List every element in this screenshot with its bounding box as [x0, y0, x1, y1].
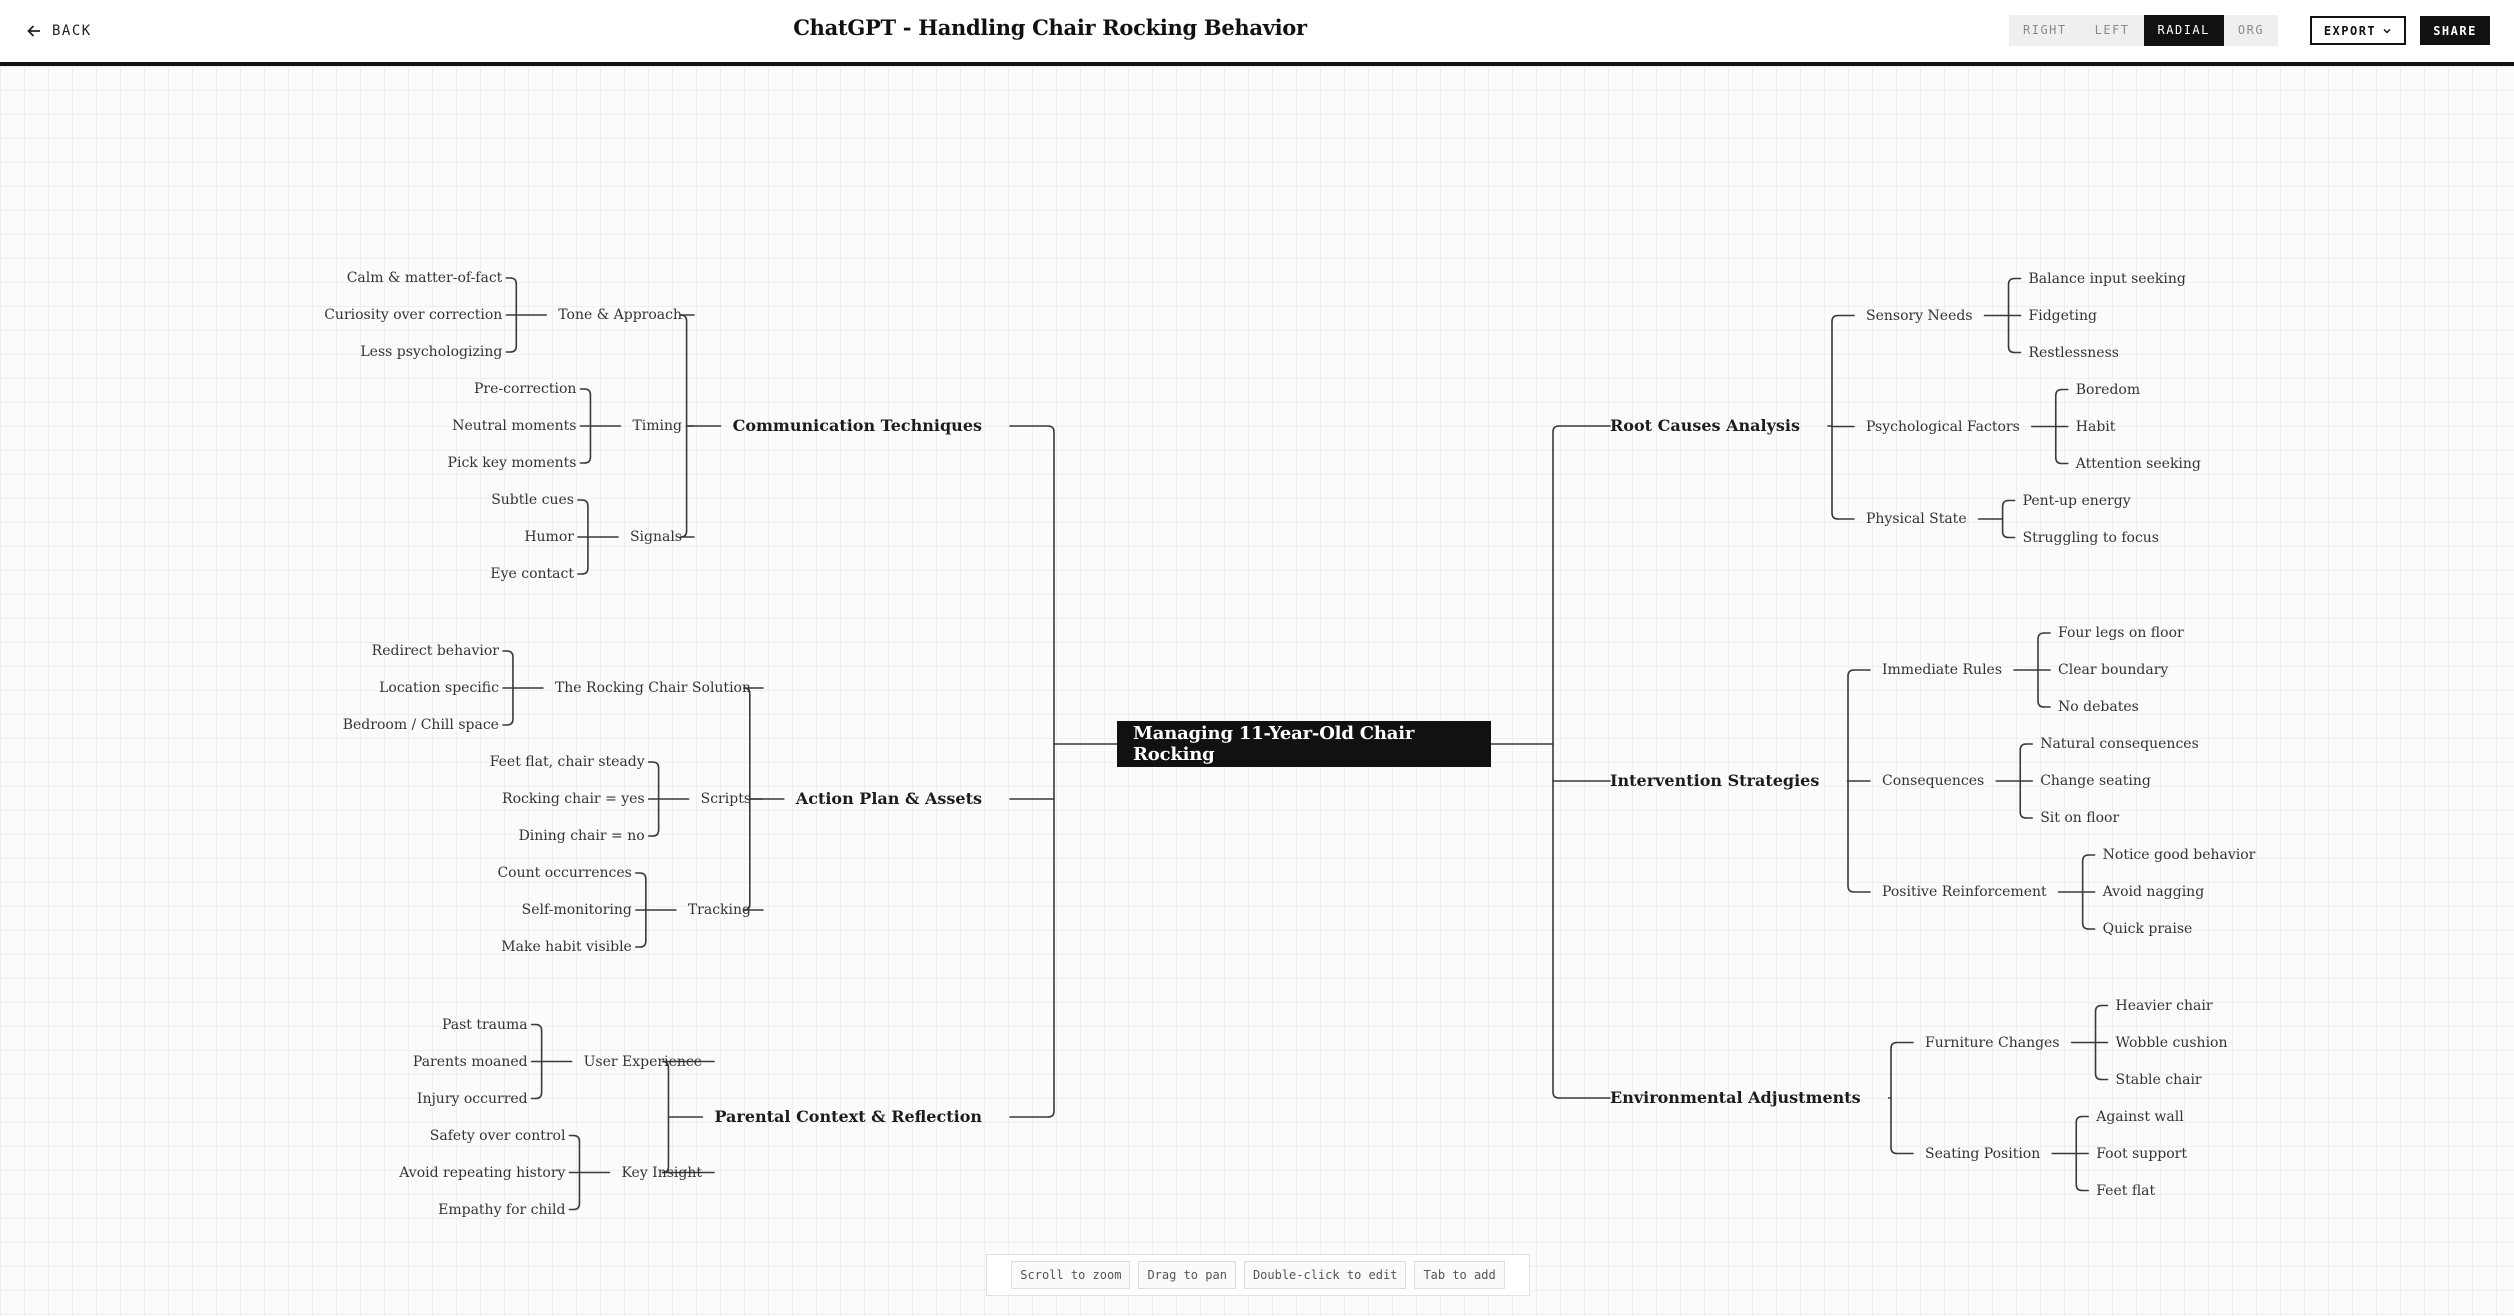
node-dining-chair-no[interactable]: Dining chair = no: [518, 828, 645, 844]
arrow-left-icon: [27, 25, 40, 37]
export-label: EXPORT: [2323, 23, 2377, 38]
share-button[interactable]: SHARE: [2420, 16, 2490, 45]
node-eye-contact[interactable]: Eye contact: [490, 566, 574, 582]
node-furniture-changes[interactable]: Furniture Changes: [1925, 1034, 2060, 1051]
node-rocking-chair-yes[interactable]: Rocking chair = yes: [502, 791, 645, 807]
node-heavier-chair[interactable]: Heavier chair: [2115, 997, 2213, 1014]
node-tone-approach[interactable]: Tone & Approach: [558, 307, 682, 323]
node-change-seating[interactable]: Change seating: [2040, 773, 2151, 789]
node-timing[interactable]: Timing: [632, 418, 682, 434]
node-parents-moaned[interactable]: Parents moaned: [412, 1053, 528, 1070]
node-neutral-moments[interactable]: Neutral moments: [452, 418, 577, 434]
top-bar: BACK ChatGPT - Handling Chair Rocking Be…: [0, 0, 2514, 66]
node-key-insight[interactable]: Key Insight: [621, 1164, 702, 1181]
node-tracking[interactable]: Tracking: [687, 902, 751, 918]
node-wobble-cushion[interactable]: Wobble cushion: [2115, 1034, 2228, 1051]
node-intervention-strategies[interactable]: Intervention Strategies: [1610, 771, 1820, 790]
node-injury-occurred[interactable]: Injury occurred: [416, 1090, 528, 1107]
node-curiosity-over-correction[interactable]: Curiosity over correction: [324, 307, 503, 323]
hint-scroll-zoom: Scroll to zoom: [1011, 1261, 1131, 1289]
node-notice-good-behavior[interactable]: Notice good behavior: [2102, 847, 2256, 863]
node-location-specific[interactable]: Location specific: [379, 680, 499, 696]
node-safety-over-control[interactable]: Safety over control: [429, 1127, 566, 1144]
layout-option-org[interactable]: ORG: [2237, 23, 2265, 37]
node-calm-matter-of-fact[interactable]: Calm & matter-of-fact: [346, 270, 503, 286]
node-pent-up-energy[interactable]: Pent-up energy: [2022, 492, 2131, 509]
node-avoid-repeating-history[interactable]: Avoid repeating history: [399, 1164, 566, 1181]
node-foot-support[interactable]: Foot support: [2096, 1145, 2187, 1162]
page-title: ChatGPT - Handling Chair Rocking Behavio…: [793, 15, 1307, 40]
node-boredom[interactable]: Boredom: [2075, 381, 2141, 398]
hint-double-click-edit: Double-click to edit: [1243, 1261, 1407, 1289]
node-signals[interactable]: Signals: [629, 529, 682, 545]
hint-tab-add: Tab to add: [1414, 1261, 1505, 1289]
node-scripts[interactable]: Scripts: [700, 791, 751, 807]
node-balance-input-seeking[interactable]: Balance input seeking: [2028, 270, 2186, 287]
node-self-monitoring[interactable]: Self-monitoring: [521, 902, 632, 918]
node-fidgeting[interactable]: Fidgeting: [2028, 307, 2097, 324]
node-pre-correction[interactable]: Pre-correction: [473, 381, 577, 397]
node-user-experience[interactable]: User Experience: [583, 1053, 702, 1070]
node-natural-consequences[interactable]: Natural consequences: [2040, 736, 2199, 752]
node-environmental-adjustments[interactable]: Environmental Adjustments: [1610, 1088, 1861, 1107]
export-button[interactable]: EXPORT: [2310, 16, 2406, 45]
layout-option-left[interactable]: LEFT: [2094, 23, 2130, 37]
node-action-plan-assets[interactable]: Action Plan & Assets: [795, 789, 982, 808]
node-feet-flat[interactable]: Feet flat: [2096, 1182, 2156, 1199]
node-no-debates[interactable]: No debates: [2058, 699, 2139, 715]
canvas-hints: Scroll to zoom Drag to pan Double-click …: [986, 1254, 1530, 1296]
layout-option-right[interactable]: RIGHT: [2023, 23, 2067, 37]
chevron-down-icon: [2383, 28, 2391, 34]
node-parental-context-reflection[interactable]: Parental Context & Reflection: [714, 1107, 982, 1126]
node-four-legs-on-floor[interactable]: Four legs on floor: [2058, 625, 2184, 641]
node-sensory-needs[interactable]: Sensory Needs: [1866, 307, 1973, 324]
node-consequences[interactable]: Consequences: [1882, 773, 1985, 789]
mindmap-root-node[interactable]: Managing 11-Year-Old Chair Rocking: [1117, 721, 1491, 767]
node-pick-key-moments[interactable]: Pick key moments: [447, 455, 577, 471]
layout-option-radial[interactable]: RADIAL: [2143, 15, 2224, 46]
node-immediate-rules[interactable]: Immediate Rules: [1882, 662, 2003, 678]
node-physical-state[interactable]: Physical State: [1866, 511, 1967, 527]
back-label: BACK: [52, 23, 92, 39]
node-habit[interactable]: Habit: [2075, 418, 2116, 435]
node-feet-flat-chair-steady[interactable]: Feet flat, chair steady: [489, 754, 645, 770]
node-struggling-to-focus[interactable]: Struggling to focus: [2022, 529, 2159, 546]
node-sit-on-floor[interactable]: Sit on floor: [2040, 810, 2120, 826]
node-avoid-nagging[interactable]: Avoid nagging: [2102, 884, 2205, 900]
node-against-wall[interactable]: Against wall: [2096, 1108, 2184, 1125]
node-subtle-cues[interactable]: Subtle cues: [491, 492, 574, 508]
node-quick-praise[interactable]: Quick praise: [2102, 921, 2193, 937]
node-seating-position[interactable]: Seating Position: [1925, 1145, 2041, 1162]
mindmap-canvas[interactable]: [0, 66, 2514, 1316]
hint-drag-pan: Drag to pan: [1138, 1261, 1236, 1289]
layout-toggle: RIGHT LEFT RADIAL ORG: [2009, 15, 2279, 46]
node-positive-reinforcement[interactable]: Positive Reinforcement: [1882, 884, 2047, 900]
node-psychological-factors[interactable]: Psychological Factors: [1866, 418, 2020, 435]
back-button[interactable]: BACK: [26, 19, 92, 43]
node-stable-chair[interactable]: Stable chair: [2115, 1071, 2202, 1088]
node-humor[interactable]: Humor: [524, 529, 574, 545]
node-clear-boundary[interactable]: Clear boundary: [2058, 662, 2169, 678]
node-bedroom-chill-space[interactable]: Bedroom / Chill space: [342, 717, 499, 733]
node-past-trauma[interactable]: Past trauma: [441, 1016, 528, 1033]
node-restlessness[interactable]: Restlessness: [2028, 344, 2119, 361]
node-make-habit-visible[interactable]: Make habit visible: [501, 939, 632, 955]
node-attention-seeking[interactable]: Attention seeking: [2075, 455, 2201, 472]
node-the-rocking-chair-solution[interactable]: The Rocking Chair Solution: [554, 680, 751, 696]
node-redirect-behavior[interactable]: Redirect behavior: [371, 643, 499, 659]
node-empathy-for-child[interactable]: Empathy for child: [438, 1201, 566, 1218]
node-root-causes-analysis[interactable]: Root Causes Analysis: [1610, 416, 1800, 435]
node-less-psychologizing[interactable]: Less psychologizing: [360, 344, 503, 360]
node-communication-techniques[interactable]: Communication Techniques: [732, 416, 982, 435]
node-count-occurrences[interactable]: Count occurrences: [497, 865, 632, 881]
